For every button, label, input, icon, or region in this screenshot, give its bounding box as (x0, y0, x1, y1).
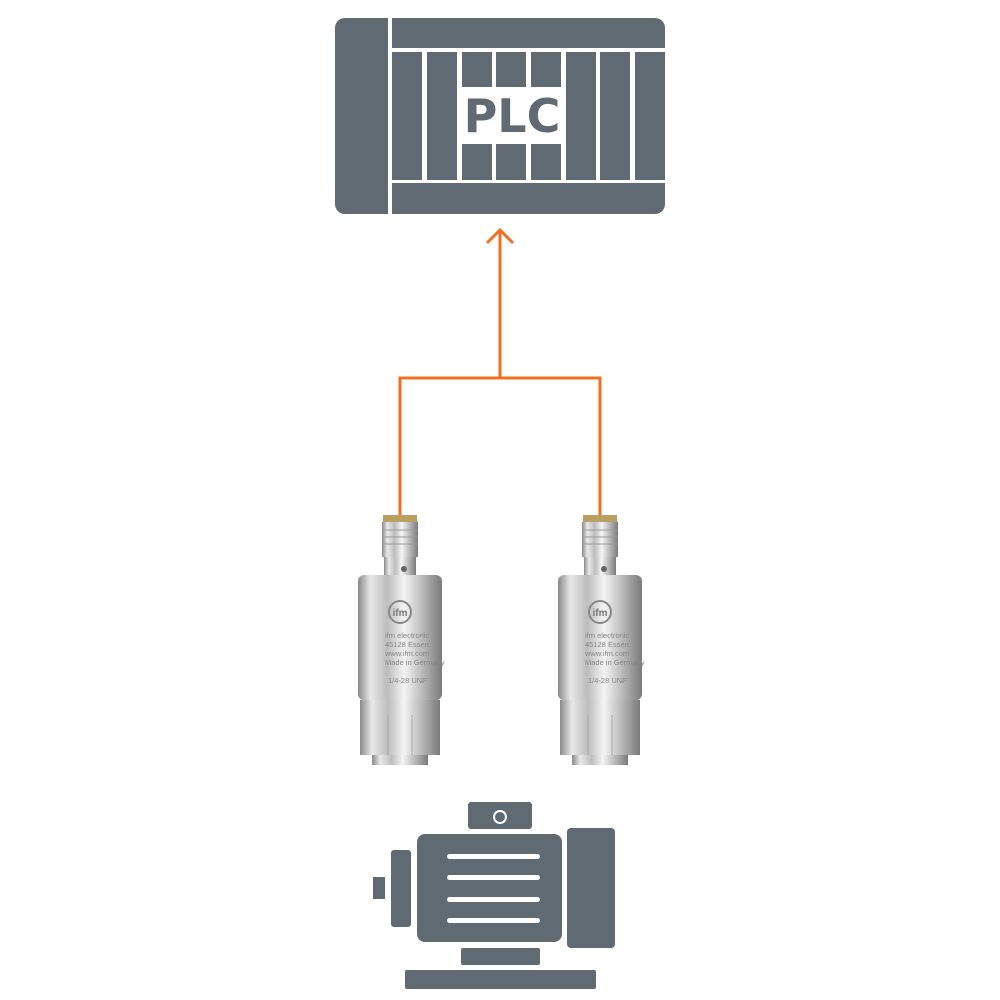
brand-logo: ifm (593, 608, 608, 619)
vibration-sensor-2: ifm ifm electronic 45128 Essen www.ifm.c… (558, 515, 645, 765)
sensor-text: Made in Germany (385, 658, 445, 667)
arrow-head-icon (485, 227, 515, 245)
vibration-sensor-1: ifm ifm electronic 45128 Essen www.ifm.c… (358, 515, 445, 765)
plc-icon: PLC (335, 18, 665, 214)
sensor-text: 45128 Essen (585, 640, 629, 649)
plc-label: PLC (464, 89, 561, 143)
brand-logo: ifm (393, 608, 408, 619)
thread-label: 1/4-28 UNF (588, 676, 627, 685)
sensor-text: Made in Germany (585, 658, 645, 667)
sensor-text: www.ifm.com (384, 649, 429, 658)
sensor-text: ifm electronic (585, 631, 629, 640)
sensor-text: 45128 Essen (385, 640, 429, 649)
sensor-text: ifm electronic (385, 631, 429, 640)
sensor-text: www.ifm.com (584, 649, 629, 658)
electric-motor-icon (373, 802, 615, 989)
thread-label: 1/4-28 UNF (388, 676, 427, 685)
signal-connection (398, 227, 602, 515)
